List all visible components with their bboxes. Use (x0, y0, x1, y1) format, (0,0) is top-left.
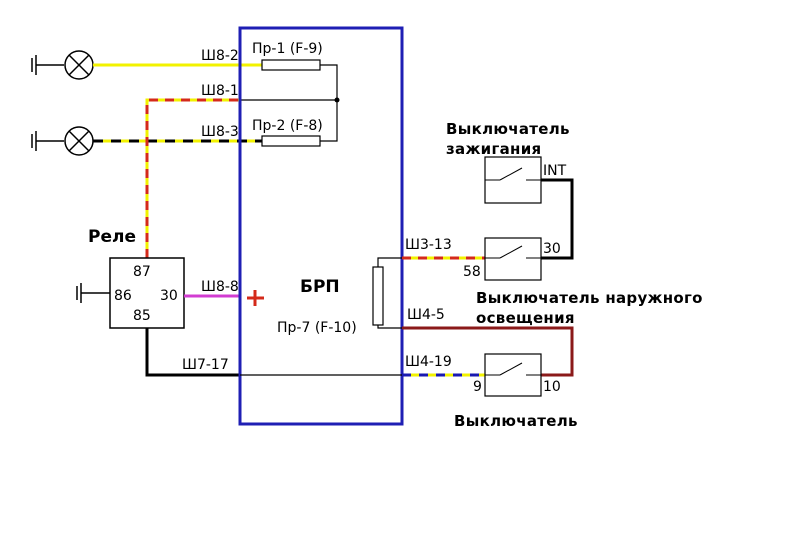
label-sh3-13: Ш3-13 (405, 237, 452, 253)
label-sh8-1: Ш8-1 (201, 83, 239, 99)
outer-switch-pin-58: 58 (463, 264, 481, 280)
outer-switch-label-1: Выключатель наружного (476, 289, 703, 307)
ignition-switch-label-2: зажигания (446, 140, 541, 158)
junction-dot (334, 97, 340, 103)
outer-switch-label-2: освещения (476, 309, 575, 327)
ground-symbol-lamp1 (31, 55, 64, 75)
label-brp: БРП (300, 277, 340, 297)
label-sh7-17: Ш7-17 (182, 357, 229, 373)
relay-pin-87: 87 (133, 264, 151, 280)
label-fuse-f7: Пр-7 (F-10) (277, 320, 357, 336)
fuse-bus-wires (240, 64, 338, 142)
plus-sign (247, 290, 264, 306)
lamp-icon-2 (64, 126, 94, 156)
wire-sh4-5 (402, 326, 574, 377)
brp-block (238, 26, 404, 426)
switch3-label: Выключатель (454, 412, 578, 430)
relay-pin-85: 85 (133, 308, 151, 324)
wire-sh8-1 (145, 98, 240, 258)
fuse-f7-wires (377, 257, 402, 329)
ignition-switch-label-1: Выключатель (446, 120, 570, 138)
relay-pin-86: 86 (114, 288, 132, 304)
lamp-icon-1 (64, 50, 94, 80)
label-fuse-f2: Пр-2 (F-8) (252, 118, 323, 134)
wire-sh7-17 (145, 328, 240, 377)
label-sh8-3: Ш8-3 (201, 124, 239, 140)
switch3-pin-10: 10 (543, 379, 561, 395)
label-sh4-19: Ш4-19 (405, 354, 452, 370)
fuse-f1 (261, 59, 321, 71)
label-sh8-8: Ш8-8 (201, 279, 239, 295)
fuse-f2 (261, 135, 321, 147)
ground-symbol-relay (76, 283, 110, 303)
wire-int-to-30 (541, 178, 574, 260)
label-sh8-2: Ш8-2 (201, 48, 239, 64)
switch3-pin-9: 9 (473, 379, 482, 395)
ground-symbol-lamp2 (31, 131, 64, 151)
switch3-box (484, 353, 542, 397)
relay-title: Реле (88, 227, 136, 247)
label-fuse-f1: Пр-1 (F-9) (252, 41, 323, 57)
ignition-switch-box (484, 156, 542, 204)
outer-switch-pin-30: 30 (543, 241, 561, 257)
label-sh4-5: Ш4-5 (407, 307, 445, 323)
fuse-f7 (372, 266, 384, 326)
outer-light-switch-box (484, 237, 542, 281)
ignition-pin-int: INT (543, 163, 567, 179)
relay-pin-30: 30 (160, 288, 178, 304)
